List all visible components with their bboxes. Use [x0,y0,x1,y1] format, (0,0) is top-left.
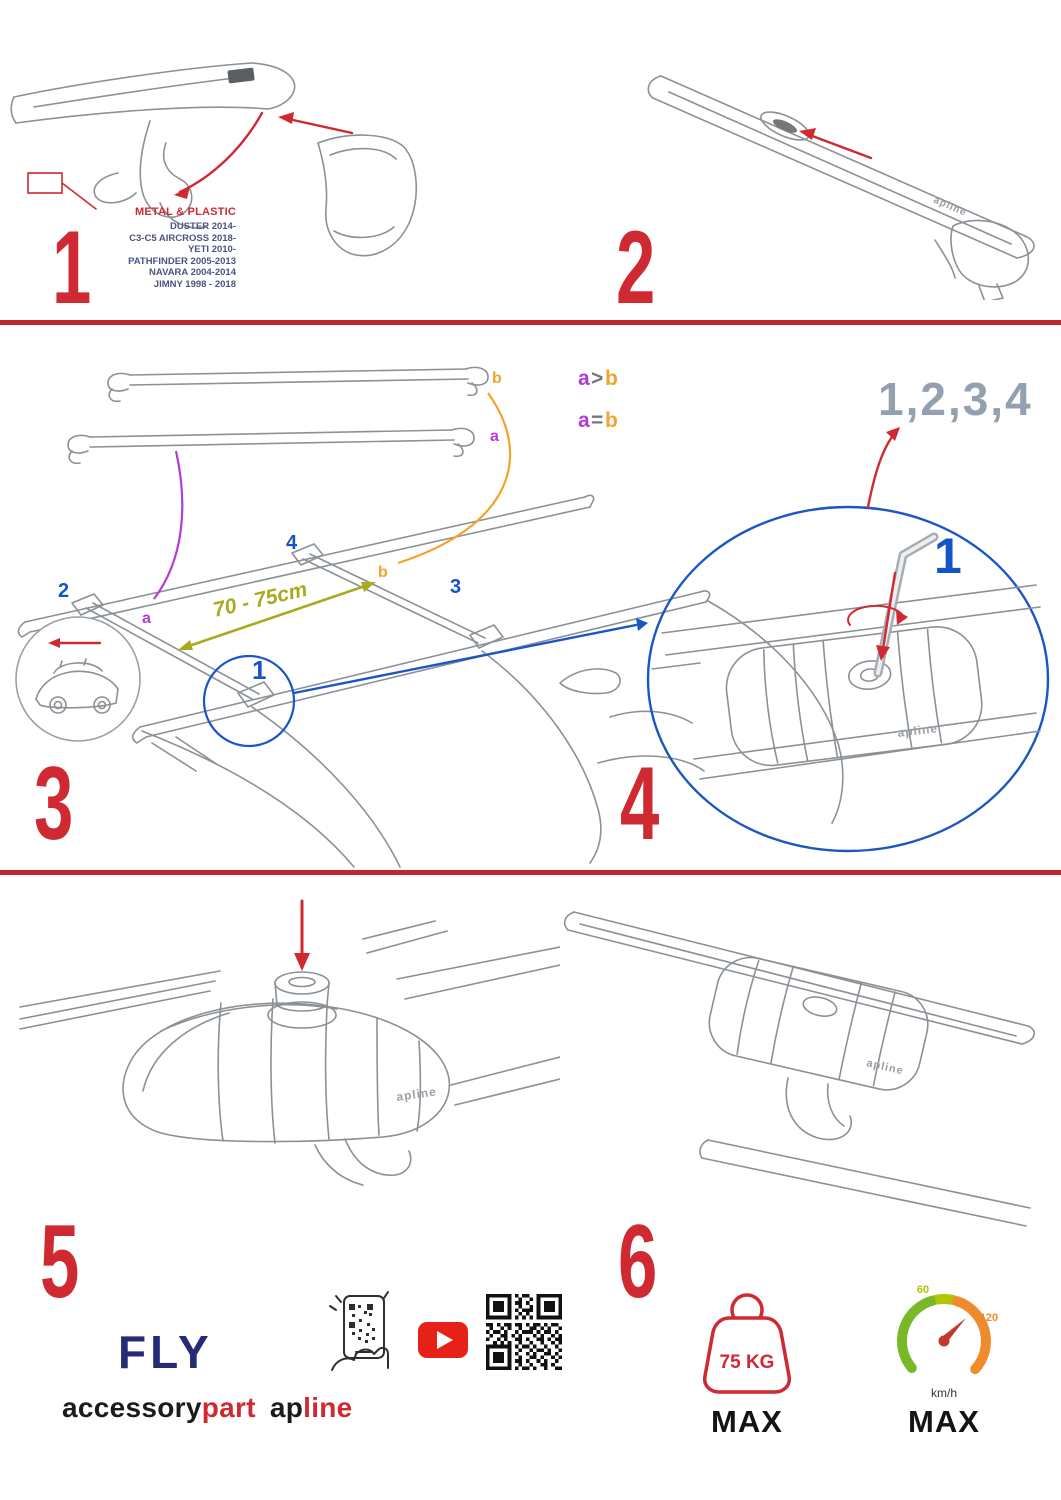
loose-bars-drawing [67,366,489,465]
step3-step4-illustration: 70 - 75cm b a b a a > b a = b 2 4 3 1 [15,366,1050,868]
tighten-sequence: 1,2,3,4 [878,373,1033,425]
qr-code [486,1294,562,1370]
step6-illustration: apline [563,911,1035,1227]
model-line: JIMNY 1998 - 2018 [153,278,236,290]
step1-compatibility-list: METAL & PLASTIC DUSTER 2014- C3-C5 AIRCR… [98,206,236,290]
rule-gt-right: b [605,367,618,390]
step-number-4: 4 [620,746,660,862]
model-line: PATHFINDER 2005-2013 [128,255,236,267]
rotate-arrow [847,604,908,626]
step5-illustration: apline [19,899,560,1186]
weight-limit-icon: 75 KG [702,1293,792,1394]
bar-brand-text: apline [932,195,968,219]
distance-label: 70 - 75cm [211,578,309,622]
rule-eq-right: b [605,409,618,432]
guide-curve-a [153,450,184,600]
aero-bar-drawing [647,75,1035,300]
weight-value: 75 KG [720,1352,775,1373]
rule-eq-left: a [578,409,590,432]
step1-arrows [27,111,354,210]
knob-clamp-drawing [19,920,560,1186]
fly-logo: FLY [118,1326,213,1378]
bar-brand-text: apline [395,1084,437,1104]
speed-unit-label: km/h [931,1386,957,1400]
brand-line: line [303,1392,353,1423]
zoom-connector-arrow [292,618,648,695]
bar-brand-text: apline [897,721,939,740]
step-number-3: 3 [34,746,74,862]
step1-illustration [10,62,418,257]
zoom-ellipse [646,505,1050,853]
brand-ap: ap [269,1392,304,1423]
model-line: DUSTER 2014- [170,221,236,232]
rule-eq-op: = [591,409,603,432]
speed-60-label: 60 [917,1284,929,1296]
rule-gt-left: a [578,367,590,390]
rule-equal: a = b [578,409,618,432]
step-number-2: 2 [616,210,656,326]
bar-a-label: a [490,428,499,445]
step-number-6: 6 [618,1204,658,1320]
sequence-arrow [866,427,900,509]
step-number-1: 1 [52,210,92,326]
brand-accessory: accessory [62,1392,202,1423]
model-line: YETI 2010- [187,244,236,255]
step2-arrow [799,128,873,160]
step2-illustration: apline [647,75,1035,300]
guide-curve-b [397,392,512,565]
material-label: METAL & PLASTIC [135,206,236,218]
speed-120-label: 120 [980,1312,998,1324]
model-line: C3-C5 AIRCROSS 2018- [129,232,236,244]
section-divider [0,870,1061,875]
tighten-arrow [876,571,897,661]
distance-arrow [178,582,376,650]
rule-gt-op: > [591,367,603,390]
brand-part: part [201,1392,256,1423]
weight-max-label: MAX [711,1404,783,1439]
model-line: NAVARA 2004-2014 [149,267,236,278]
zoom-clamp-drawing [651,584,1041,780]
position-1: 1 [252,655,266,685]
position-3: 3 [450,576,461,598]
sequence-highlight: 1 [934,528,962,584]
clamp-highlight-circle [202,654,296,748]
position-2: 2 [58,580,69,602]
roof-b-label: b [378,564,388,581]
speed-limit-icon: 60 120 km/h [897,1284,998,1400]
section-divider [0,320,1061,325]
bar-b-label: b [492,370,502,387]
bar-brand-text: apline [865,1057,905,1077]
car-inset [15,616,141,742]
position-4: 4 [286,532,298,554]
scan-phone-icon [329,1291,389,1371]
speed-max-label: MAX [908,1404,980,1439]
mounted-clamp-drawing [563,911,1035,1227]
roof-bar-clamp-drawing [10,62,418,257]
youtube-icon [418,1322,468,1358]
rule-greater: a > b [578,367,618,390]
step-number-5: 5 [40,1204,80,1320]
press-arrow [294,899,310,971]
highlight-box [27,172,63,194]
bar-logo-chip [227,67,255,84]
car-roof-drawing [17,494,844,868]
roof-a-label: a [142,610,151,627]
